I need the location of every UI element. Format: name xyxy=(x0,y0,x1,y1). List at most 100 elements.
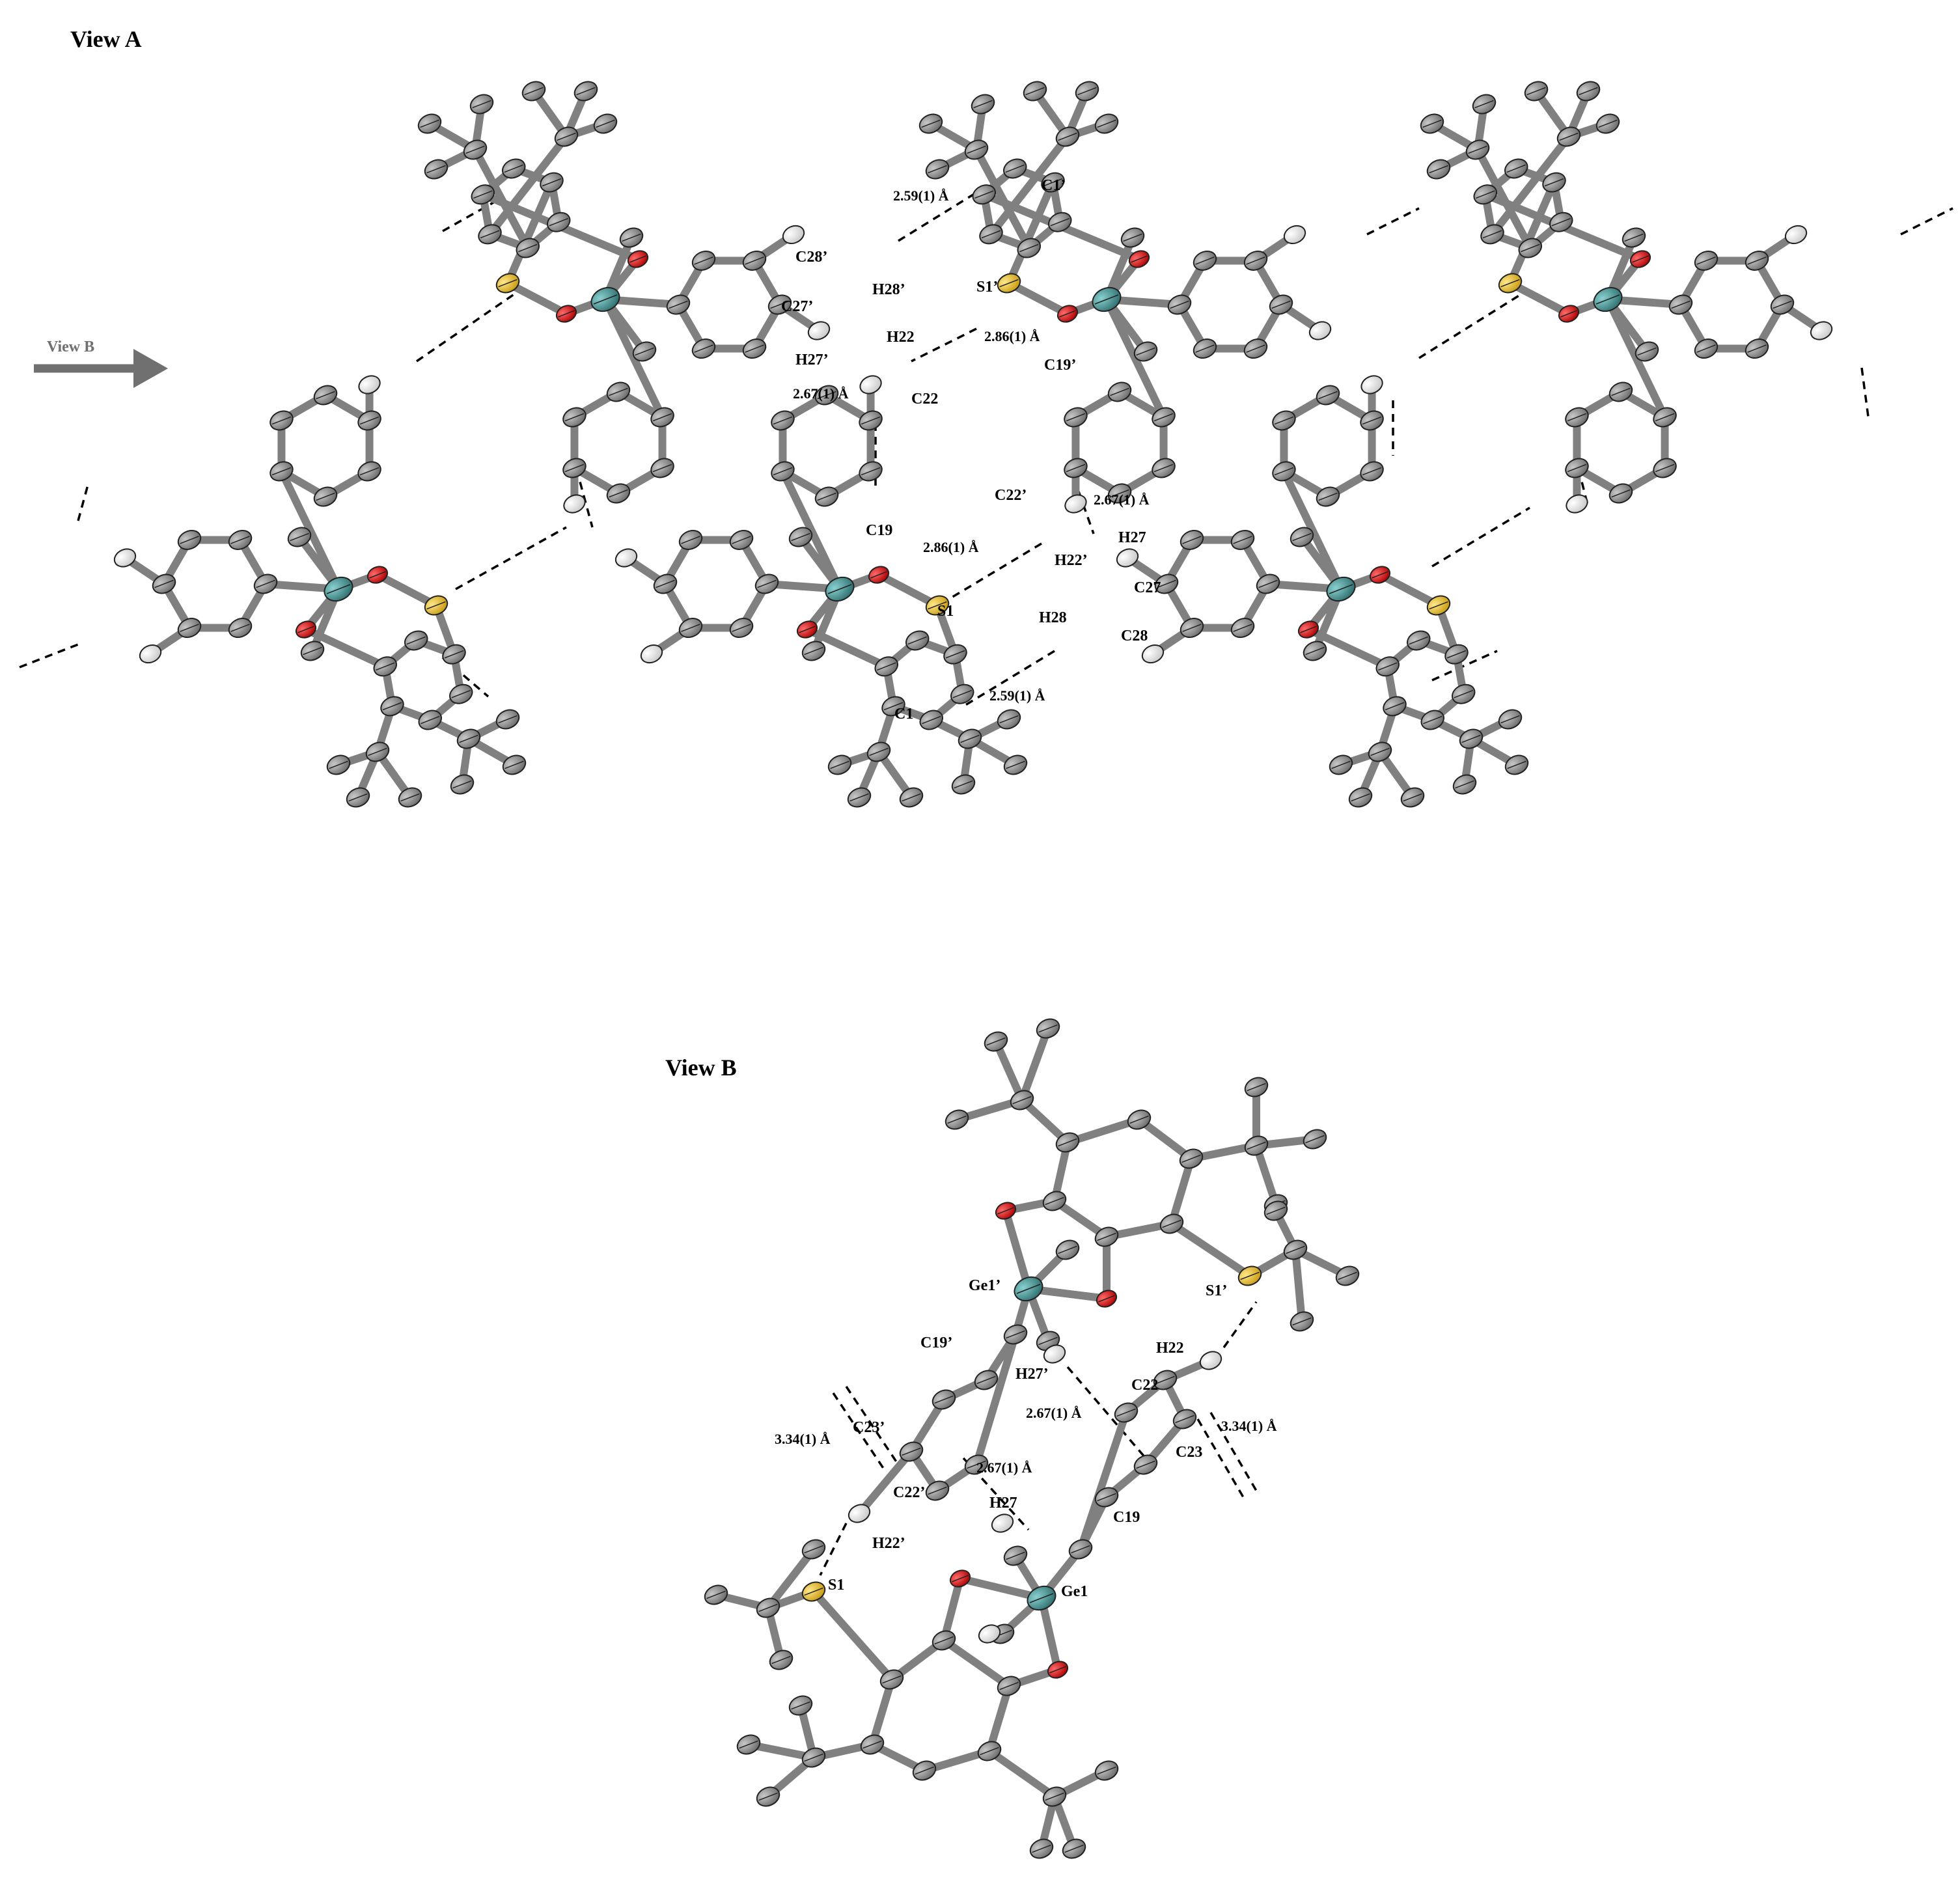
carbon-atom xyxy=(881,696,905,717)
carbon-atom xyxy=(1518,238,1542,258)
carbon-atom xyxy=(1029,1838,1054,1859)
carbon-atom xyxy=(1055,1132,1080,1153)
view-b-atoms xyxy=(704,1018,1360,1859)
carbon-atom xyxy=(495,709,520,730)
carbon-atom xyxy=(1010,1090,1034,1111)
bond xyxy=(779,467,844,593)
label-c1-prime: C1’ xyxy=(1042,177,1066,194)
carbon-atom xyxy=(1127,1109,1152,1130)
label-h22: H22 xyxy=(887,329,915,346)
carbon-atom xyxy=(1653,407,1677,428)
carbon-atom xyxy=(1094,1487,1119,1508)
carbon-atom xyxy=(228,529,253,550)
distance-a-1: 2.59(1) Å xyxy=(893,187,949,204)
carbon-atom xyxy=(398,787,422,808)
sulfur-atom xyxy=(1426,595,1451,616)
carbon-atom xyxy=(771,461,795,482)
label-b-c19: C19 xyxy=(1113,1509,1140,1526)
carbon-atom xyxy=(1407,630,1431,651)
bond xyxy=(1506,279,1573,318)
carbon-atom xyxy=(1017,238,1041,258)
hydrogen-atom xyxy=(1043,1344,1066,1364)
carbon-atom xyxy=(1075,81,1099,102)
hydrogen-bond-contact xyxy=(1366,207,1420,236)
carbon-atom xyxy=(450,774,475,795)
hydrogen-bond-contact xyxy=(1066,1366,1147,1459)
sulfur-atom xyxy=(495,273,520,294)
hydrogen-bond-contact xyxy=(963,650,1055,708)
carbon-atom xyxy=(1256,573,1280,594)
carbon-atom xyxy=(357,461,381,482)
carbon-atom xyxy=(1368,741,1392,762)
carbon-atom xyxy=(177,618,202,639)
bond xyxy=(1280,467,1345,593)
carbon-atom xyxy=(1055,1239,1080,1260)
carbon-atom xyxy=(1272,461,1296,482)
carbon-atom xyxy=(974,1370,999,1390)
carbon-atom xyxy=(287,527,312,547)
carbon-atom xyxy=(463,139,488,160)
carbon-atom xyxy=(1595,113,1620,134)
carbon-atom xyxy=(1745,338,1769,359)
carbon-atom xyxy=(1193,250,1217,271)
bond xyxy=(1005,178,1057,287)
hydrogen-atom xyxy=(358,375,381,394)
carbon-atom xyxy=(788,1695,813,1716)
hydrogen-bond-contact xyxy=(911,327,977,363)
carbon-atom xyxy=(866,741,891,762)
bond xyxy=(504,178,556,287)
carbon-atom xyxy=(357,410,381,431)
carbon-atom xyxy=(449,684,473,704)
bond xyxy=(1038,1594,1062,1674)
bond xyxy=(868,1676,896,1748)
label-b-h22-prime: H22’ xyxy=(872,1535,905,1552)
hydrogen-atom xyxy=(848,1504,871,1523)
carbon-atom xyxy=(1608,483,1633,504)
bond xyxy=(1168,1220,1254,1280)
label-c19-prime: C19’ xyxy=(1044,357,1076,374)
carbon-atom xyxy=(1120,227,1145,248)
carbon-atom xyxy=(1420,710,1444,730)
carbon-atom xyxy=(919,710,943,730)
germanium-atom xyxy=(590,286,620,312)
bond xyxy=(764,1545,818,1612)
carbon-atom xyxy=(1694,250,1718,271)
sulfur-atom xyxy=(424,595,449,616)
carbon-atom xyxy=(964,1454,989,1475)
carbon-atom xyxy=(879,1669,904,1690)
hydrogen-atom xyxy=(1566,494,1588,514)
carbon-atom xyxy=(593,113,618,134)
carbon-atom xyxy=(1303,1129,1327,1150)
carbon-atom xyxy=(1230,618,1255,639)
hydrogen-atom xyxy=(1810,321,1833,340)
label-b-h22: H22 xyxy=(1156,1340,1184,1357)
carbon-atom xyxy=(742,250,767,271)
carbon-atom xyxy=(1269,294,1293,315)
hydrogen-atom xyxy=(614,548,638,568)
carbon-atom xyxy=(346,787,370,808)
carbon-atom xyxy=(951,774,976,795)
sulfur-atom xyxy=(997,273,1021,294)
bond xyxy=(987,133,1071,238)
carbon-atom xyxy=(1003,1324,1028,1345)
bond xyxy=(810,1588,896,1683)
label-b-c22-prime: C22’ xyxy=(893,1484,925,1501)
carbon-atom xyxy=(1048,212,1072,232)
hydrogen-bond-contact xyxy=(455,526,567,590)
carbon-atom xyxy=(380,696,404,717)
carbon-atom xyxy=(1360,461,1384,482)
hydrogen-atom xyxy=(991,1513,1014,1533)
carbon-atom xyxy=(269,410,294,431)
carbon-atom xyxy=(1360,410,1384,431)
hydrogen-atom xyxy=(782,225,805,245)
carbon-atom xyxy=(1694,338,1718,359)
carbon-atom xyxy=(632,341,657,362)
carbon-atom xyxy=(1335,1265,1360,1286)
bond xyxy=(1005,279,1071,318)
label-b-h27-prime: H27’ xyxy=(1015,1366,1049,1383)
carbon-atom xyxy=(1383,696,1407,717)
carbon-atom xyxy=(925,159,950,180)
carbon-atom xyxy=(1152,458,1176,478)
bond xyxy=(1018,1025,1052,1104)
